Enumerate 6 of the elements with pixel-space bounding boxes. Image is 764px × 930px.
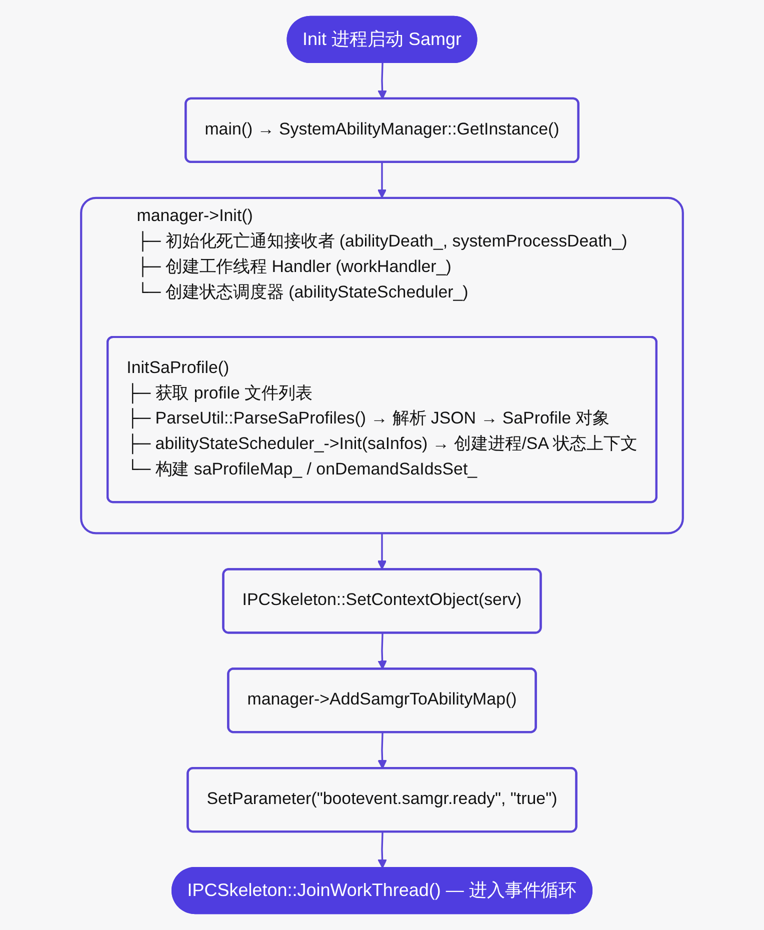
arrow	[377, 162, 387, 198]
arrow	[378, 732, 387, 770]
arrow	[378, 62, 387, 100]
arrow	[378, 633, 387, 670]
arrow	[377, 533, 387, 570]
arrow	[378, 832, 387, 868]
